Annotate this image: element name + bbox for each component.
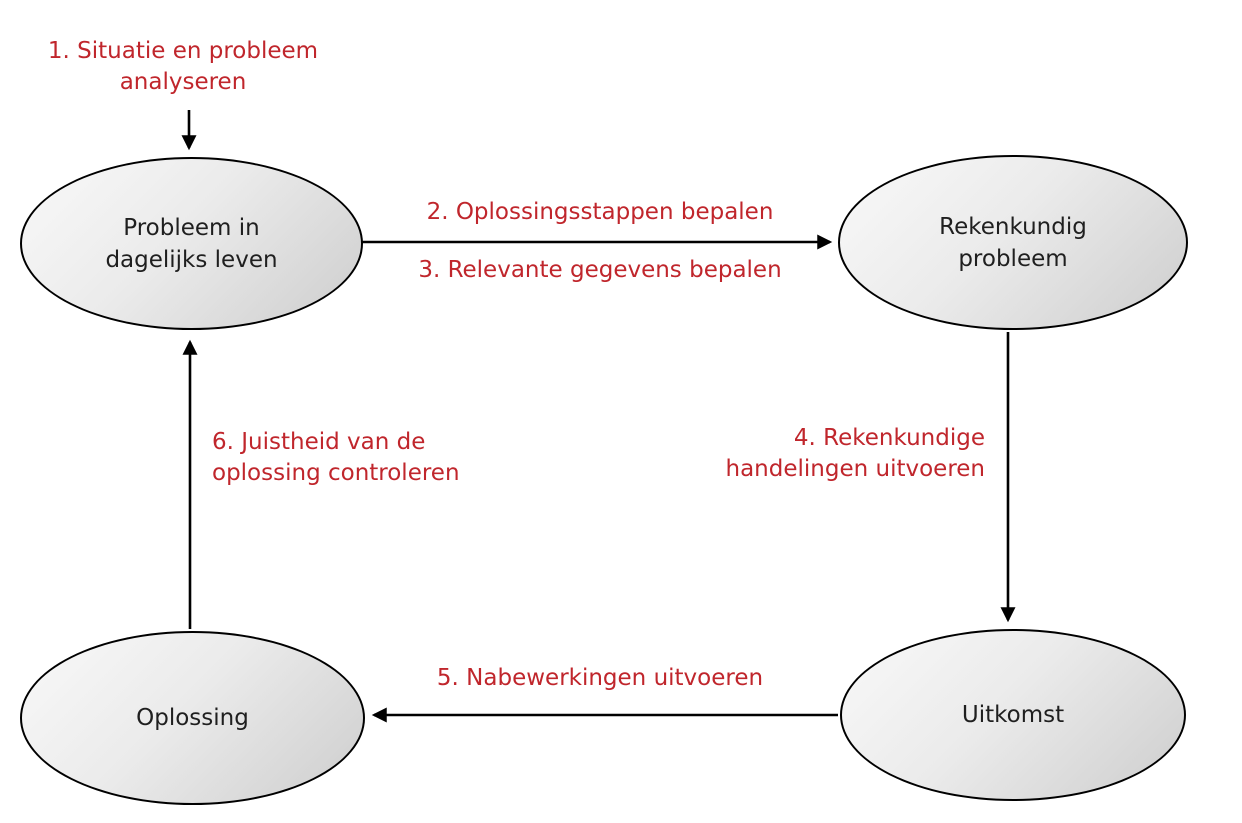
node-arithmetic-problem: Rekenkundig probleem	[838, 155, 1188, 330]
step5-label: 5. Nabewerkingen uitvoeren	[436, 665, 764, 691]
node-solution: Oplossing	[20, 631, 365, 805]
step6-label: 6. Juistheid van de oplossing controlere…	[212, 429, 460, 486]
node-daily-life-problem-label: Probleem in dagelijks leven	[105, 214, 278, 273]
node-daily-life-problem: Probleem in dagelijks leven	[20, 157, 363, 330]
node-arithmetic-problem-label: Rekenkundig probleem	[939, 213, 1087, 272]
node-solution-label: Oplossing	[136, 705, 249, 731]
node-outcome: Uitkomst	[840, 629, 1186, 801]
step2-label: 2. Oplossingsstappen bepalen	[426, 199, 774, 225]
step3-label: 3. Relevante gegevens bepalen	[418, 257, 782, 283]
step4-label: 4. Rekenkundige handelingen uitvoeren	[725, 425, 986, 482]
step1-label: 1. Situatie en probleem analyseren	[47, 38, 319, 95]
node-outcome-label: Uitkomst	[961, 702, 1065, 728]
